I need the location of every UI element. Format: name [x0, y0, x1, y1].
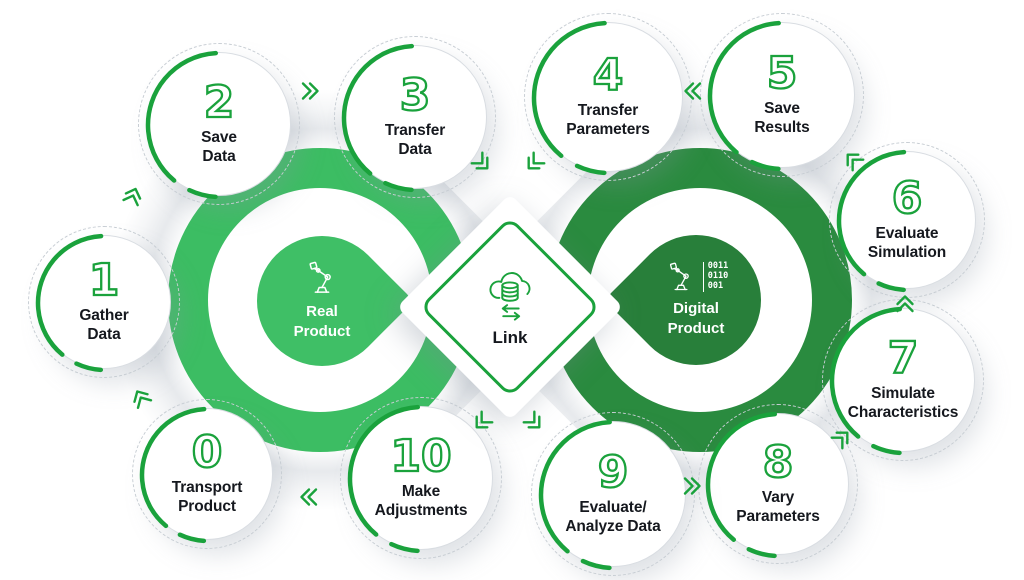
step-number: 5	[766, 48, 799, 100]
real-product-label: Real Product	[293, 303, 351, 340]
robot-arm-icon	[309, 261, 331, 293]
step-progress-arc	[707, 20, 859, 172]
cloud-database-icon	[489, 272, 531, 321]
step-number: 6	[891, 173, 924, 225]
step-number: 10	[389, 431, 453, 483]
step-number: 2	[203, 77, 236, 129]
step-number: 1	[88, 255, 121, 307]
step-progress-arc	[341, 43, 491, 193]
digital-product-label: Digital Product	[667, 300, 725, 337]
real-product-blob: Real Product	[230, 209, 414, 393]
step-progress-arc	[538, 419, 690, 571]
step-circle-9: 9 Evaluate/Analyze Data	[531, 412, 695, 576]
step-number: 7	[887, 333, 920, 385]
step-progress-arc	[829, 306, 979, 456]
step-progress-arc	[145, 50, 295, 200]
step-progress-arc	[139, 406, 277, 544]
step-progress-arc	[347, 404, 497, 554]
step-progress-arc	[531, 20, 687, 176]
step-number: 0	[191, 427, 224, 479]
step-progress-arc	[35, 233, 175, 373]
link-label: Link	[492, 328, 528, 347]
step-progress-arc	[705, 411, 853, 559]
step-number: 8	[762, 437, 795, 489]
step-label: Evaluate/Analyze Data	[565, 499, 661, 535]
step-number: 4	[592, 50, 625, 102]
robot-arm-icon	[669, 262, 689, 291]
step-number: 3	[399, 70, 432, 122]
step-number: 9	[597, 447, 630, 499]
step-progress-arc	[836, 149, 980, 293]
digital-product-blob: 0011 0110 001 Digital Product	[604, 208, 788, 392]
binary-code: 0011 0110 001	[702, 261, 729, 292]
